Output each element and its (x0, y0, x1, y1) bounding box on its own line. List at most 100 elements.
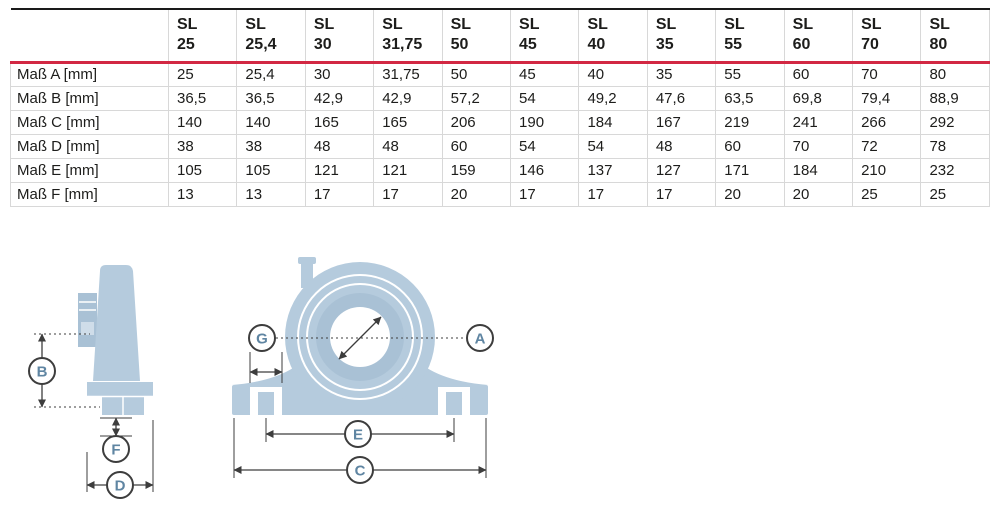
dimension-value: 70 (852, 62, 921, 87)
dimension-value: 13 (167, 182, 237, 207)
svg-text:B: B (37, 364, 48, 381)
side-lug (78, 293, 97, 347)
svg-text:C: C (355, 463, 366, 480)
dimension-value: 20 (715, 182, 785, 207)
dimension-value: 219 (715, 110, 785, 135)
svg-text:F: F (111, 442, 120, 459)
dimension-value: 45 (510, 62, 579, 87)
dimension-value: 17 (304, 182, 374, 207)
dimension-value: 232 (920, 158, 990, 183)
side-lug-plate (81, 322, 94, 335)
left-wing (232, 350, 312, 385)
svg-text:D: D (115, 478, 126, 495)
dimension-value: 184 (783, 158, 853, 183)
dimension-value: 30 (304, 62, 374, 87)
dimension-value: 121 (373, 158, 443, 183)
dimension-value: 165 (304, 110, 374, 135)
dimension-value: 184 (578, 110, 648, 135)
dimension-value: 17 (373, 182, 443, 207)
shaft-bore (330, 307, 390, 367)
dimension-value: 78 (920, 134, 990, 159)
dimension-value: 57,2 (441, 86, 511, 111)
row-label: Maß E [mm] (10, 158, 169, 183)
dimension-value: 35 (646, 62, 716, 87)
dimension-value: 20 (441, 182, 511, 207)
dim-label-D: D (106, 471, 134, 499)
corner-cell (10, 8, 169, 64)
dimension-value: 105 (167, 158, 237, 183)
dimension-value: 36,5 (167, 86, 237, 111)
dimension-value: 48 (304, 134, 374, 159)
dimension-value: 140 (167, 110, 237, 135)
dimension-value: 17 (578, 182, 648, 207)
dimension-value: 140 (236, 110, 306, 135)
svg-text:G: G (256, 331, 268, 348)
side-body (93, 265, 140, 381)
dimension-value: 55 (715, 62, 785, 87)
dimension-value: 165 (373, 110, 443, 135)
dimension-value: 42,9 (373, 86, 443, 111)
dimension-value: 47,6 (646, 86, 716, 111)
dimension-value: 48 (373, 134, 443, 159)
svg-text:E: E (353, 427, 363, 444)
row-label: Maß A [mm] (10, 62, 169, 87)
dimension-value: 79,4 (852, 86, 921, 111)
dimension-value: 266 (852, 110, 921, 135)
dimension-value: 25 (852, 182, 921, 207)
dimension-value: 127 (646, 158, 716, 183)
dimension-value: 206 (441, 110, 511, 135)
dimension-value: 54 (578, 134, 648, 159)
dimension-value: 63,5 (715, 86, 785, 111)
svg-text:A: A (475, 331, 486, 348)
side-base (87, 382, 153, 396)
row-label: Maß C [mm] (10, 110, 169, 135)
side-view (78, 265, 153, 415)
dimension-value: 25 (167, 62, 237, 87)
dimension-value: 17 (510, 182, 579, 207)
dimension-value: 49,2 (578, 86, 648, 111)
dimension-value: 60 (715, 134, 785, 159)
dimension-value: 137 (578, 158, 648, 183)
dimension-value: 42,9 (304, 86, 374, 111)
dimension-value: 70 (783, 134, 853, 159)
dimension-value: 13 (236, 182, 306, 207)
dimension-value: 159 (441, 158, 511, 183)
row-label: Maß B [mm] (10, 86, 169, 111)
dim-label-E: E (344, 420, 372, 448)
dimension-value: 80 (920, 62, 990, 87)
dimension-value: 69,8 (783, 86, 853, 111)
dimension-value: 40 (578, 62, 648, 87)
dimension-value: 54 (510, 134, 579, 159)
dim-label-F: F (102, 435, 130, 463)
row-label: Maß D [mm] (10, 134, 169, 159)
dimension-value: 72 (852, 134, 921, 159)
dimension-value: 105 (236, 158, 306, 183)
dim-label-G: G (248, 324, 276, 352)
dimension-value: 241 (783, 110, 853, 135)
dimension-value: 60 (441, 134, 511, 159)
technical-drawing: B F D G A E C (20, 252, 540, 517)
dimension-value: 190 (510, 110, 579, 135)
dimension-value: 60 (783, 62, 853, 87)
right-wing (408, 350, 488, 385)
dimension-value: 146 (510, 158, 579, 183)
